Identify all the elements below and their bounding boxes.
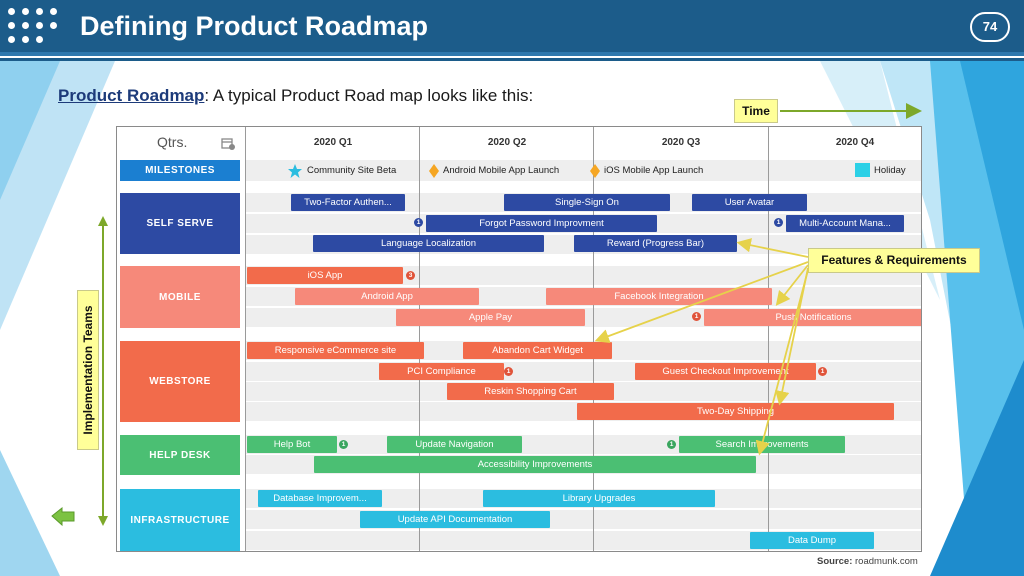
intro-rest: : A typical Product Road map looks like … bbox=[204, 86, 534, 105]
badge-push-notifications: 1 bbox=[692, 312, 701, 321]
milestone-holiday[interactable]: Holiday bbox=[874, 165, 906, 176]
square-icon bbox=[855, 163, 870, 177]
team-milestones[interactable]: MILESTONES bbox=[120, 160, 240, 181]
milestone-ios-launch[interactable]: iOS Mobile App Launch bbox=[604, 165, 704, 176]
bar-two-factor[interactable]: Two-Factor Authen... bbox=[291, 194, 405, 211]
bar-push-notifications[interactable]: Push Notifications bbox=[704, 309, 921, 326]
qtrs-label: Qtrs. bbox=[157, 134, 188, 150]
team-mobile[interactable]: MOBILE bbox=[120, 266, 240, 328]
badge-help-bot: 1 bbox=[339, 440, 348, 449]
lane-milestones bbox=[245, 160, 921, 181]
diamond-icon bbox=[590, 164, 600, 178]
bar-ios-app[interactable]: iOS App bbox=[247, 267, 403, 284]
quarter-divider bbox=[419, 127, 420, 551]
bar-multi-account[interactable]: Multi-Account Mana... bbox=[786, 215, 904, 232]
back-arrow-icon[interactable] bbox=[51, 506, 75, 527]
intro-text: Product Roadmap: A typical Product Road … bbox=[58, 86, 533, 106]
bar-update-api-docs[interactable]: Update API Documentation bbox=[360, 511, 550, 528]
bar-database-improvements[interactable]: Database Improvem... bbox=[258, 490, 382, 507]
quarter-header-q4: 2020 Q4 bbox=[835, 137, 875, 148]
bar-two-day-shipping[interactable]: Two-Day Shipping bbox=[577, 403, 894, 420]
time-callout: Time bbox=[734, 99, 778, 123]
badge-pci-compliance: 1 bbox=[504, 367, 513, 376]
milestone-android-launch[interactable]: Android Mobile App Launch bbox=[443, 165, 560, 176]
bar-abandon-cart[interactable]: Abandon Cart Widget bbox=[463, 342, 612, 359]
badge-search-improvements: 1 bbox=[667, 440, 676, 449]
source-label: Source: bbox=[817, 556, 853, 567]
teams-arrow bbox=[98, 216, 108, 526]
teams-callout-label: Implementation Teams bbox=[81, 305, 95, 435]
bar-single-sign-on[interactable]: Single-Sign On bbox=[504, 194, 670, 211]
bar-pci-compliance[interactable]: PCI Compliance bbox=[379, 363, 504, 380]
quarter-header-q3: 2020 Q3 bbox=[661, 137, 701, 148]
header-divider bbox=[0, 52, 1024, 56]
bar-language-localization[interactable]: Language Localization bbox=[313, 235, 544, 252]
features-callout: Features & Requirements bbox=[808, 248, 980, 273]
bar-library-upgrades[interactable]: Library Upgrades bbox=[483, 490, 715, 507]
bar-guest-checkout[interactable]: Guest Checkout Improvement bbox=[635, 363, 816, 380]
header-bar: Defining Product Roadmap 74 bbox=[0, 0, 1024, 52]
badge-guest-checkout: 1 bbox=[818, 367, 827, 376]
intro-lead: Product Roadmap bbox=[58, 86, 205, 105]
bar-data-dump[interactable]: Data Dump bbox=[750, 532, 874, 549]
source-value: roadmunk.com bbox=[855, 556, 918, 567]
bar-user-avatar[interactable]: User Avatar bbox=[692, 194, 807, 211]
quarter-divider bbox=[245, 127, 246, 551]
bar-facebook-integration[interactable]: Facebook Integration bbox=[546, 288, 772, 305]
bar-apple-pay[interactable]: Apple Pay bbox=[396, 309, 585, 326]
source-credit: Source: roadmunk.com bbox=[817, 556, 918, 567]
bar-android-app[interactable]: Android App bbox=[295, 288, 479, 305]
bar-search-improvements[interactable]: Search Improvements bbox=[679, 436, 845, 453]
diamond-icon bbox=[429, 164, 439, 178]
team-infrastructure[interactable]: INFRASTRUCTURE bbox=[120, 489, 240, 551]
bar-help-bot[interactable]: Help Bot bbox=[247, 436, 337, 453]
quarter-divider bbox=[768, 127, 769, 551]
lane-infra-2 bbox=[245, 510, 921, 529]
roadmap-chart: Qtrs. 2020 Q1 2020 Q2 2020 Q3 2020 Q4 MI… bbox=[116, 126, 922, 552]
star-icon bbox=[288, 164, 302, 178]
calendar-icon[interactable] bbox=[221, 136, 235, 150]
bar-reward-progress[interactable]: Reward (Progress Bar) bbox=[574, 235, 737, 252]
bar-update-navigation[interactable]: Update Navigation bbox=[387, 436, 522, 453]
bar-reskin-cart[interactable]: Reskin Shopping Cart bbox=[447, 383, 614, 400]
bar-accessibility[interactable]: Accessibility Improvements bbox=[314, 456, 756, 473]
badge-forgot-password: 1 bbox=[414, 218, 423, 227]
bar-forgot-password[interactable]: Forgot Password Improvment bbox=[426, 215, 657, 232]
badge-ios-app: 3 bbox=[406, 271, 415, 280]
teams-callout: Implementation Teams bbox=[77, 290, 99, 450]
quarter-divider bbox=[593, 127, 594, 551]
team-help-desk[interactable]: HELP DESK bbox=[120, 435, 240, 475]
quarter-header-q2: 2020 Q2 bbox=[487, 137, 527, 148]
page-title: Defining Product Roadmap bbox=[80, 11, 429, 41]
team-self-serve[interactable]: SELF SERVE bbox=[120, 193, 240, 254]
page-number: 74 bbox=[970, 12, 1010, 42]
logo-dots-icon bbox=[8, 8, 64, 44]
badge-multi-account: 1 bbox=[774, 218, 783, 227]
milestone-community-site-beta[interactable]: Community Site Beta bbox=[307, 165, 397, 176]
team-webstore[interactable]: WEBSTORE bbox=[120, 341, 240, 422]
header-divider-2 bbox=[0, 58, 1024, 61]
bar-responsive-ecommerce[interactable]: Responsive eCommerce site bbox=[247, 342, 424, 359]
quarter-header-q1: 2020 Q1 bbox=[313, 137, 353, 148]
